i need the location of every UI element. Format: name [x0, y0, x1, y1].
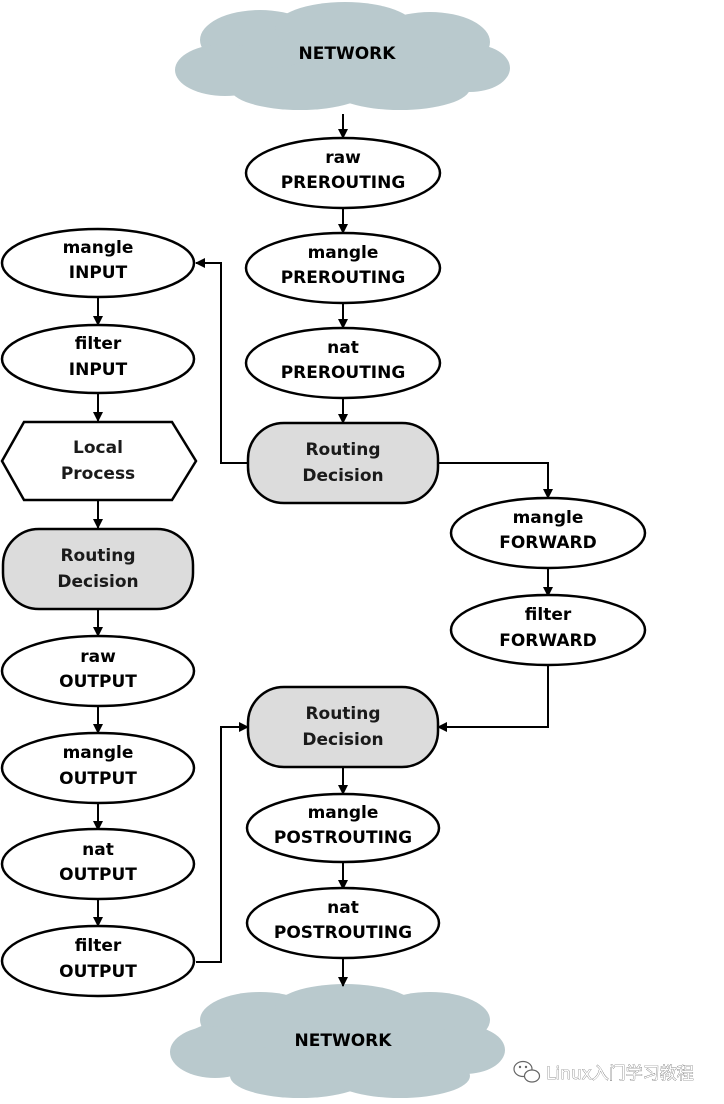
watermark-text: Linux入门学习教程 — [546, 1064, 694, 1084]
mangle-prerouting-node: mangle PREROUTING — [244, 231, 442, 305]
filter-output-node: filter OUTPUT — [0, 924, 196, 998]
node-chain: PREROUTING — [281, 268, 406, 288]
network-bottom-label: NETWORK — [295, 1031, 393, 1051]
node-chain: OUTPUT — [59, 769, 137, 789]
node-chain: OUTPUT — [59, 672, 137, 692]
decision-line2: Decision — [57, 572, 138, 592]
node-table: mangle — [513, 508, 584, 528]
filter-input-node: filter INPUT — [0, 323, 196, 395]
arrow-routing-to-mangle-forward — [438, 462, 553, 499]
node-table: mangle — [308, 803, 379, 823]
watermark: Linux入门学习教程 — [513, 1060, 694, 1084]
node-table: nat — [327, 338, 359, 358]
node-chain: PREROUTING — [281, 363, 406, 383]
node-table: mangle — [63, 743, 134, 763]
node-chain: OUTPUT — [59, 865, 137, 885]
mangle-forward-node: mangle FORWARD — [449, 496, 647, 570]
routing-decision-3: Routing Decision — [246, 685, 440, 769]
raw-output-node: raw OUTPUT — [0, 634, 196, 708]
node-chain: POSTROUTING — [274, 923, 412, 943]
network-top-cloud: NETWORK — [175, 2, 510, 110]
arrow-routing-to-mangle-input — [195, 258, 248, 464]
nat-postrouting-node: nat POSTROUTING — [245, 886, 441, 960]
nat-prerouting-node: nat PREROUTING — [244, 326, 442, 400]
arrow-filter-output-to-routing — [196, 722, 249, 963]
nat-output-node: nat OUTPUT — [0, 827, 196, 901]
node-table: raw — [80, 647, 116, 667]
node-table: mangle — [308, 243, 379, 263]
raw-prerouting-node: raw PREROUTING — [244, 136, 442, 210]
node-chain: OUTPUT — [59, 962, 137, 982]
network-top-label: NETWORK — [299, 44, 397, 64]
node-chain: POSTROUTING — [274, 828, 412, 848]
decision-line2: Decision — [302, 730, 383, 750]
flow-arrows — [93, 114, 553, 987]
wechat-icon — [513, 1060, 541, 1083]
node-table: filter — [525, 605, 572, 625]
local-process-node: Local Process — [0, 420, 198, 502]
network-bottom-cloud: NETWORK — [170, 984, 505, 1098]
mangle-output-node: mangle OUTPUT — [0, 731, 196, 805]
node-chain: INPUT — [69, 263, 128, 283]
routing-decision-1: Routing Decision — [246, 421, 440, 505]
decision-line1: Routing — [305, 440, 380, 460]
node-table: raw — [325, 148, 361, 168]
node-table: filter — [75, 936, 122, 956]
node-table: filter — [75, 334, 122, 354]
arrow-filter-forward-to-routing — [437, 664, 549, 732]
decision-line1: Routing — [60, 546, 135, 566]
node-chain: INPUT — [69, 360, 128, 380]
filter-forward-node: filter FORWARD — [449, 593, 647, 667]
mangle-input-node: mangle INPUT — [0, 227, 196, 299]
process-line1: Local — [73, 438, 123, 458]
decision-line2: Decision — [302, 466, 383, 486]
node-chain: FORWARD — [499, 533, 597, 553]
mangle-postrouting-node: mangle POSTROUTING — [245, 792, 441, 864]
routing-decision-2: Routing Decision — [1, 527, 195, 611]
decision-line1: Routing — [305, 704, 380, 724]
node-chain: FORWARD — [499, 631, 597, 651]
node-table: nat — [327, 898, 359, 918]
process-line2: Process — [61, 464, 135, 484]
node-table: mangle — [63, 238, 134, 258]
node-table: nat — [82, 840, 114, 860]
node-chain: PREROUTING — [281, 173, 406, 193]
